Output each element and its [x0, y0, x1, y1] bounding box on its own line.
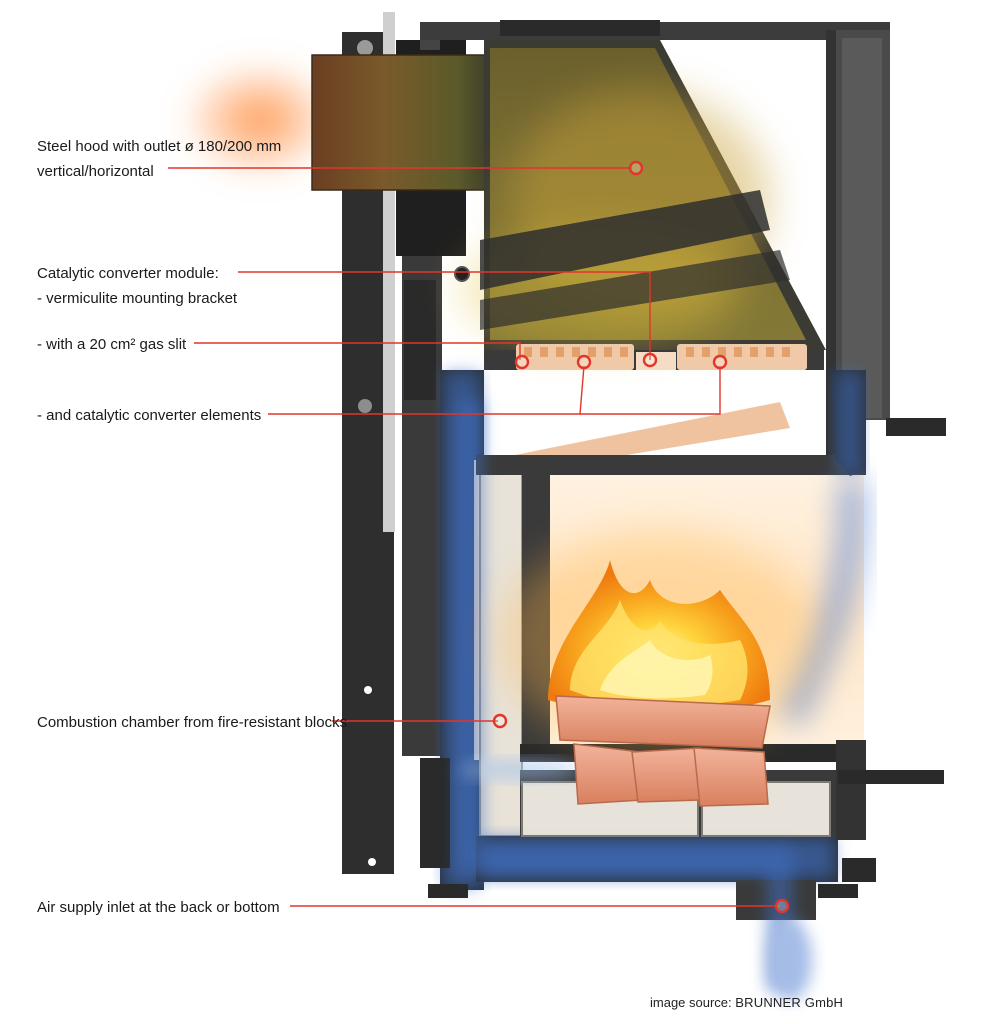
callout-ring-icon: [514, 354, 530, 370]
callout-cat-elements: - and catalytic converter elements: [37, 407, 262, 424]
callout-ring-icon: [492, 713, 508, 729]
callout-hood-line2: vertical/horizontal: [37, 163, 154, 180]
callout-ring-icon: [628, 160, 644, 176]
callout-air: Air supply inlet at the back or bottom: [37, 899, 280, 916]
callout-ring-icon: [642, 352, 658, 368]
callout-ring-icon: [774, 898, 790, 914]
credit-owner: BRUNNER GmbH: [735, 995, 844, 1010]
callout-cat-title: Catalytic converter module:: [37, 265, 219, 282]
leader-cat-title: [238, 271, 651, 360]
credit-prefix: image source:: [650, 995, 732, 1010]
leader-cat-elements-2: [580, 366, 721, 415]
leader-cat-slit: [194, 342, 521, 360]
callout-cat-slit: - with a 20 cm² gas slit: [37, 336, 187, 353]
callout-leaders: [168, 167, 780, 907]
fire-and-logs: [500, 530, 820, 807]
callout-cat-bracket: - vermiculite mounting bracket: [37, 290, 238, 307]
callout-hood-line1: Steel hood with outlet ø 180/200 mm: [37, 138, 282, 155]
steel-hood: [180, 40, 826, 350]
air-flow: [457, 400, 867, 1000]
callout-ring-icon: [576, 354, 592, 370]
top-housing: [420, 20, 946, 470]
callout-rings: [492, 160, 790, 914]
callout-ring-icon: [712, 354, 728, 370]
image-credit: image source: BRUNNER GmbH: [650, 995, 843, 1010]
callout-chamber: Combustion chamber from fire-resistant b…: [37, 714, 348, 731]
